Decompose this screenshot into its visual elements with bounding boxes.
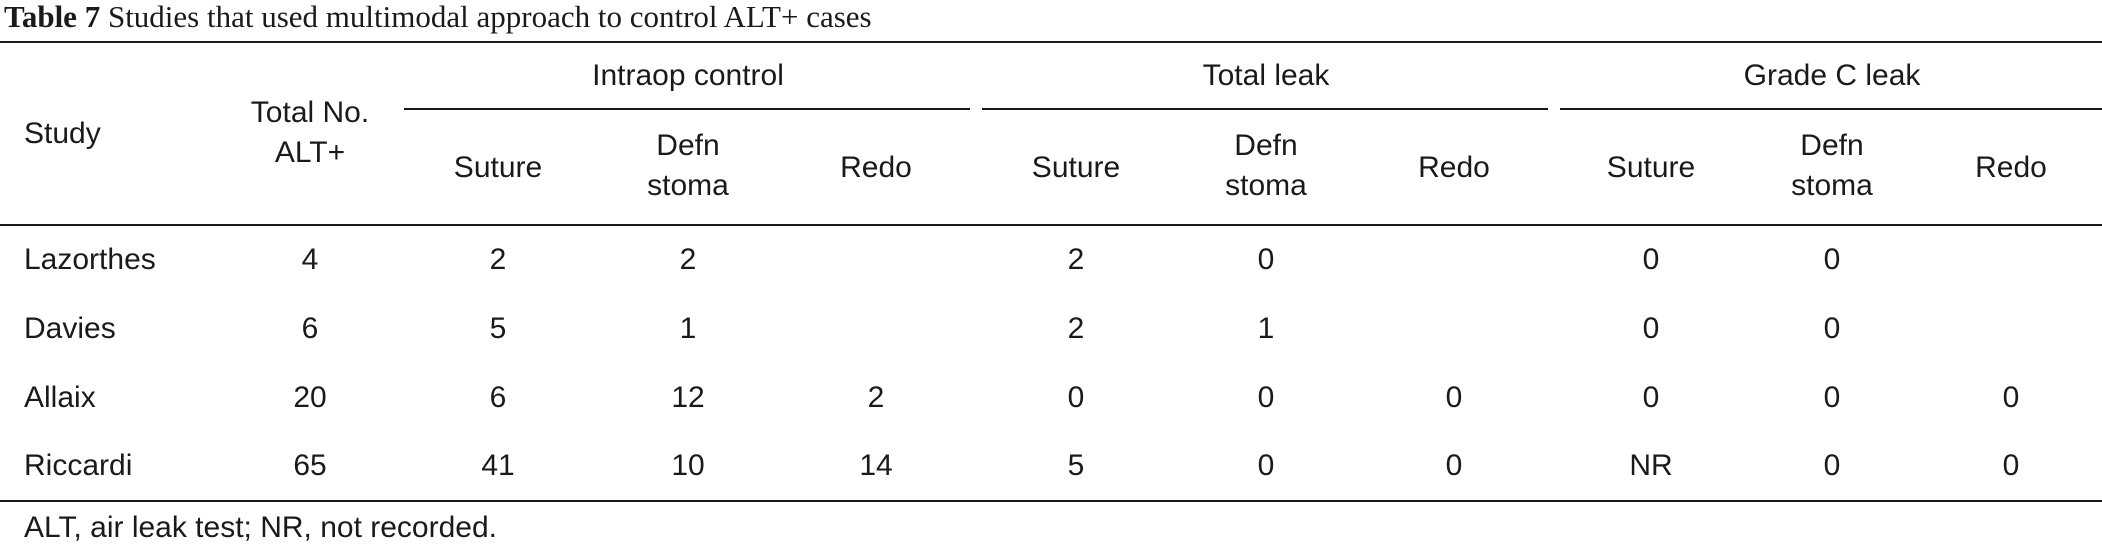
cell-value: 2 [1067, 312, 1085, 345]
bottom-rule [0, 500, 2102, 502]
header-study: Study [24, 117, 101, 150]
subheader-defn-line2: stoma [647, 169, 729, 202]
header-total-line1: Total No. [250, 96, 370, 129]
top-rule [0, 41, 2102, 43]
cell-value: 2 [867, 381, 885, 414]
cell-total: 4 [301, 243, 319, 276]
cell-value: 12 [671, 381, 705, 414]
cell-value: 0 [1823, 381, 1841, 414]
cell-study: Riccardi [24, 449, 133, 482]
cell-value: 2 [1067, 243, 1085, 276]
group-rule-total-leak [982, 108, 1548, 110]
cell-value: 2 [489, 243, 507, 276]
cell-value: 0 [1257, 243, 1275, 276]
cell-study: Davies [24, 312, 116, 345]
subheader-redo: Redo [1418, 151, 1490, 184]
group-rule-intraop [404, 108, 970, 110]
cell-value: 0 [1067, 381, 1085, 414]
subheader-defn-line1: Defn [656, 129, 720, 162]
table-caption: Table 7 Studies that used multimodal app… [4, 0, 872, 36]
cell-value: 0 [1445, 449, 1463, 482]
cell-value: 2 [679, 243, 697, 276]
header-total-line2: ALT+ [274, 136, 346, 169]
cell-value: NR [1629, 449, 1673, 482]
header-group-grade-c: Grade C leak [1743, 59, 1921, 92]
subheader-defn-line1: Defn [1800, 129, 1864, 162]
cell-value: 5 [1067, 449, 1085, 482]
cell-total: 6 [301, 312, 319, 345]
cell-value: 0 [1823, 243, 1841, 276]
header-total: Total No. ALT+ [251, 93, 369, 173]
cell-value: 0 [1445, 381, 1463, 414]
cell-value: 6 [489, 381, 507, 414]
header-rule [0, 224, 2102, 226]
subheader-defn-line1: Defn [1234, 129, 1298, 162]
subheader-suture: Suture [453, 151, 543, 184]
subheader-defn-line2: stoma [1791, 169, 1873, 202]
table-label: Table 7 [4, 0, 101, 34]
subheader-redo: Redo [1975, 151, 2047, 184]
subheader-defn-stoma: Defn stoma [1791, 126, 1873, 206]
cell-value: 41 [481, 449, 515, 482]
group-rule-grade-c [1560, 108, 2102, 110]
cell-value: 1 [679, 312, 697, 345]
cell-study: Allaix [24, 381, 96, 414]
cell-value: 0 [1257, 449, 1275, 482]
subheader-redo: Redo [840, 151, 912, 184]
subheader-defn-stoma: Defn stoma [1225, 126, 1307, 206]
subheader-defn-line2: stoma [1225, 169, 1307, 202]
subheader-suture: Suture [1031, 151, 1121, 184]
cell-value: 0 [1257, 381, 1275, 414]
cell-value: 5 [489, 312, 507, 345]
subheader-suture: Suture [1606, 151, 1696, 184]
header-group-total-leak: Total leak [1202, 59, 1330, 92]
cell-value: 0 [1823, 449, 1841, 482]
cell-value: 0 [2002, 381, 2020, 414]
cell-value: 0 [1823, 312, 1841, 345]
header-group-intraop: Intraop control [592, 59, 784, 92]
cell-value: 0 [1642, 381, 1660, 414]
cell-value: 0 [2002, 449, 2020, 482]
cell-value: 0 [1642, 243, 1660, 276]
cell-total: 20 [293, 381, 327, 414]
table-title: Studies that used multimodal approach to… [107, 0, 872, 34]
cell-study: Lazorthes [24, 243, 156, 276]
cell-value: 1 [1257, 312, 1275, 345]
cell-value: 0 [1642, 312, 1660, 345]
cell-value: 10 [671, 449, 705, 482]
subheader-defn-stoma: Defn stoma [647, 126, 729, 206]
table-footnote: ALT, air leak test; NR, not recorded. [24, 511, 497, 544]
cell-total: 65 [293, 449, 327, 482]
cell-value: 14 [859, 449, 893, 482]
